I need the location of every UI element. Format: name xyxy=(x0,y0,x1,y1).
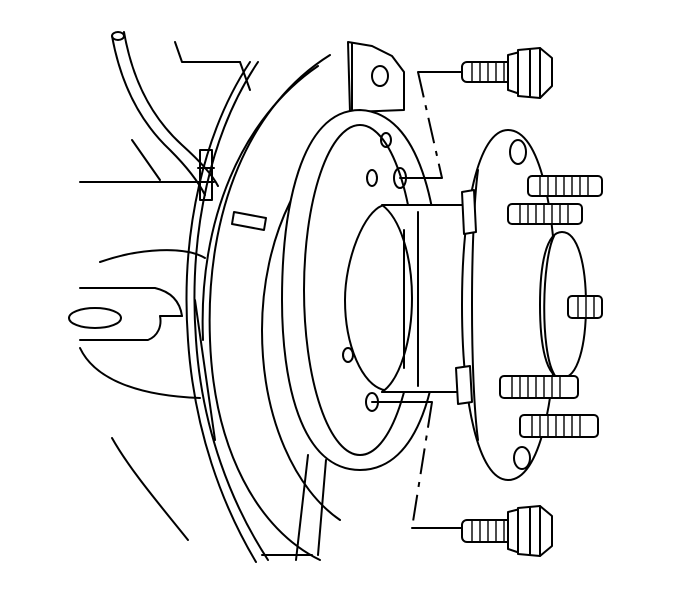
upper-mounting-bolt xyxy=(461,47,553,99)
wheel-stud-2 xyxy=(507,203,583,225)
mounting-tab xyxy=(347,41,405,113)
alignment-leader-lines xyxy=(371,71,463,529)
wheel-stud-1 xyxy=(527,175,603,197)
wheel-stud-5 xyxy=(519,414,599,438)
brake-backing-plate xyxy=(185,54,373,563)
lower-mounting-bolt xyxy=(461,505,553,557)
wheel-studs xyxy=(499,175,603,438)
knuckle xyxy=(68,41,251,541)
wheel-stud-4 xyxy=(499,375,579,399)
wheel-stud-3 xyxy=(567,295,603,319)
